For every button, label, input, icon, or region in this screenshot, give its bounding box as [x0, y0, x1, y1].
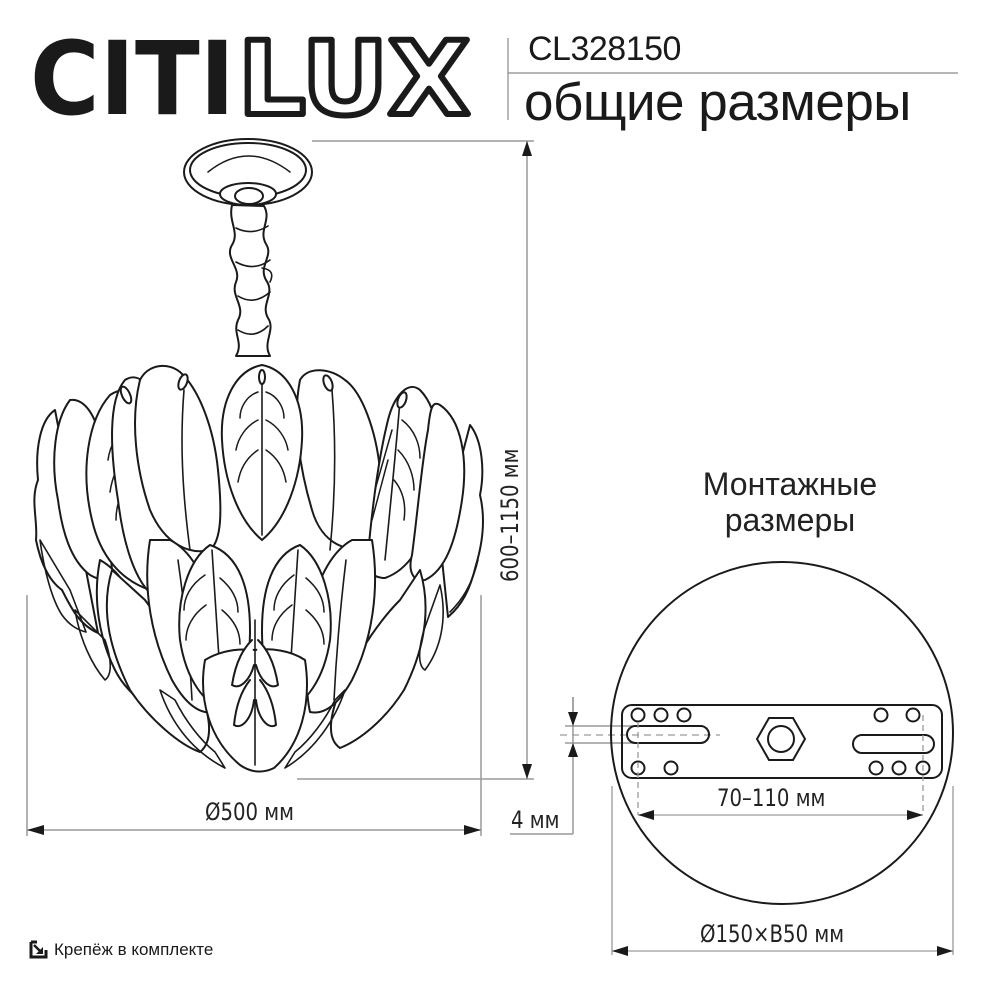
gap-label: 4 мм — [511, 806, 560, 834]
base-diameter-label: Ø150×В50 мм — [700, 920, 845, 948]
mounting-title-line1: Монтажные — [702, 466, 878, 502]
base-circle — [610, 561, 954, 905]
mounting-bracket — [621, 704, 943, 779]
chandelier-drawing — [33, 138, 484, 773]
mounting-title-line2: размеры — [724, 502, 856, 538]
footer-note-text: Крепёж в комплекте — [54, 940, 214, 959]
arrowheads — [27, 141, 578, 835]
brand-outline-text: LUX — [238, 22, 470, 132]
mounting-base — [610, 561, 954, 905]
height-label: 600–1150 мм — [496, 448, 524, 582]
mounting-title: Монтажные размеры — [640, 466, 940, 538]
footer-note: Крепёж в комплекте — [28, 940, 213, 960]
arrow-into-box-icon — [29, 940, 48, 959]
page-subtitle: общие размеры — [524, 73, 911, 132]
bracket-span-label: 70–110 мм — [717, 784, 826, 812]
diameter-label: Ø500 мм — [205, 798, 295, 826]
hex-nut — [755, 717, 807, 761]
citilux-logo: CITI LUX — [30, 22, 473, 132]
model-number: CL328150 — [528, 30, 681, 68]
dimension-lines — [26, 140, 640, 836]
brand-solid-text: CITI — [30, 22, 235, 132]
